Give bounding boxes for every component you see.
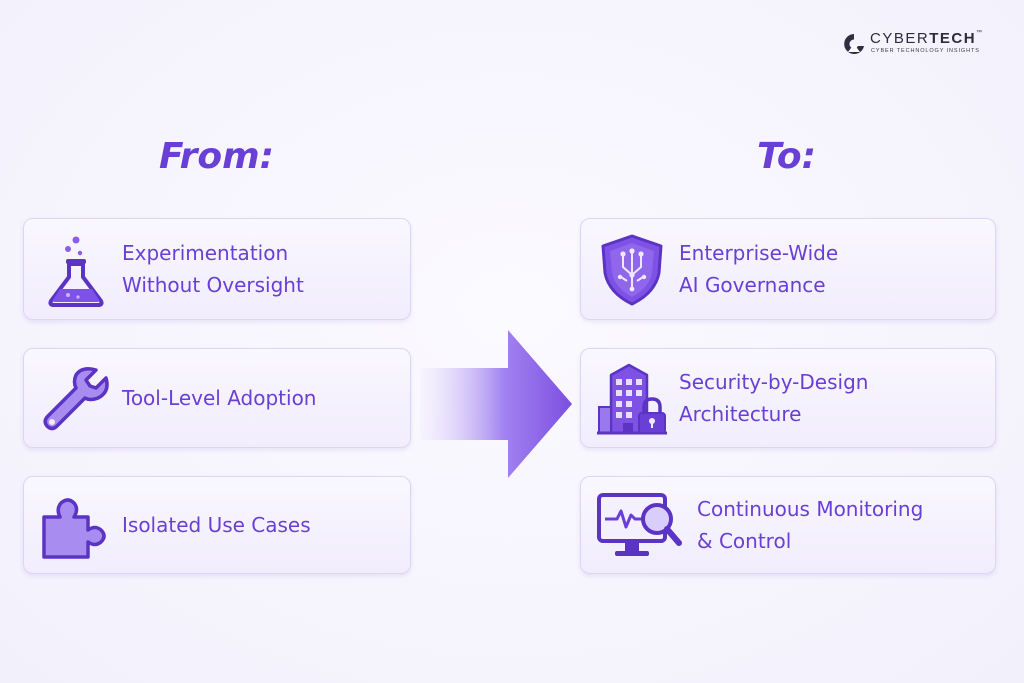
transition-arrow-icon <box>420 330 572 478</box>
logo-name-light: CYBER <box>870 30 930 47</box>
logo-tagline: CYBER TECHNOLOGY INSIGHTS <box>871 48 980 54</box>
to-card-security-design-label: Security-by-Design Architecture <box>679 366 985 430</box>
label-line: Security-by-Design <box>679 370 869 394</box>
from-card-isolated-label: Isolated Use Cases <box>122 509 400 541</box>
logo-name: CYBERTECH™ <box>870 30 982 47</box>
from-card-tool-level: Tool-Level Adoption <box>23 348 411 448</box>
logo-trademark: ™ <box>976 30 983 36</box>
to-heading: To: <box>757 136 817 177</box>
puzzle-piece-icon <box>40 489 110 563</box>
to-card-monitoring: Continuous Monitoring & Control <box>580 476 996 574</box>
wrench-icon <box>40 362 110 436</box>
flask-icon <box>40 233 110 307</box>
from-card-experimentation-label: Experimentation Without Oversight <box>122 237 400 301</box>
label-line: Tool-Level Adoption <box>122 386 317 410</box>
shield-circuit-icon <box>597 233 667 307</box>
label-line: Enterprise-Wide <box>679 241 839 265</box>
label-line: & Control <box>697 529 792 553</box>
logo-name-bold: TECH <box>929 30 977 47</box>
to-card-governance: Enterprise-Wide AI Governance <box>580 218 996 320</box>
label-line: Experimentation <box>122 241 289 265</box>
label-line: Without Oversight <box>122 273 304 297</box>
building-lock-icon <box>597 361 667 435</box>
cybertech-logo: CYBERTECH™ CYBER TECHNOLOGY INSIGHTS <box>842 30 992 56</box>
to-card-governance-label: Enterprise-Wide AI Governance <box>679 237 985 301</box>
from-card-tool-level-label: Tool-Level Adoption <box>122 382 400 414</box>
logo-mark-icon <box>844 34 864 54</box>
from-card-experimentation: Experimentation Without Oversight <box>23 218 411 320</box>
monitor-magnifier-icon <box>593 489 687 563</box>
to-card-security-design: Security-by-Design Architecture <box>580 348 996 448</box>
from-heading: From: <box>159 136 275 177</box>
to-card-monitoring-label: Continuous Monitoring & Control <box>697 493 985 557</box>
label-line: Isolated Use Cases <box>122 513 311 537</box>
label-line: Architecture <box>679 402 802 426</box>
label-line: Continuous Monitoring <box>697 497 924 521</box>
label-line: AI Governance <box>679 273 826 297</box>
from-card-isolated: Isolated Use Cases <box>23 476 411 574</box>
